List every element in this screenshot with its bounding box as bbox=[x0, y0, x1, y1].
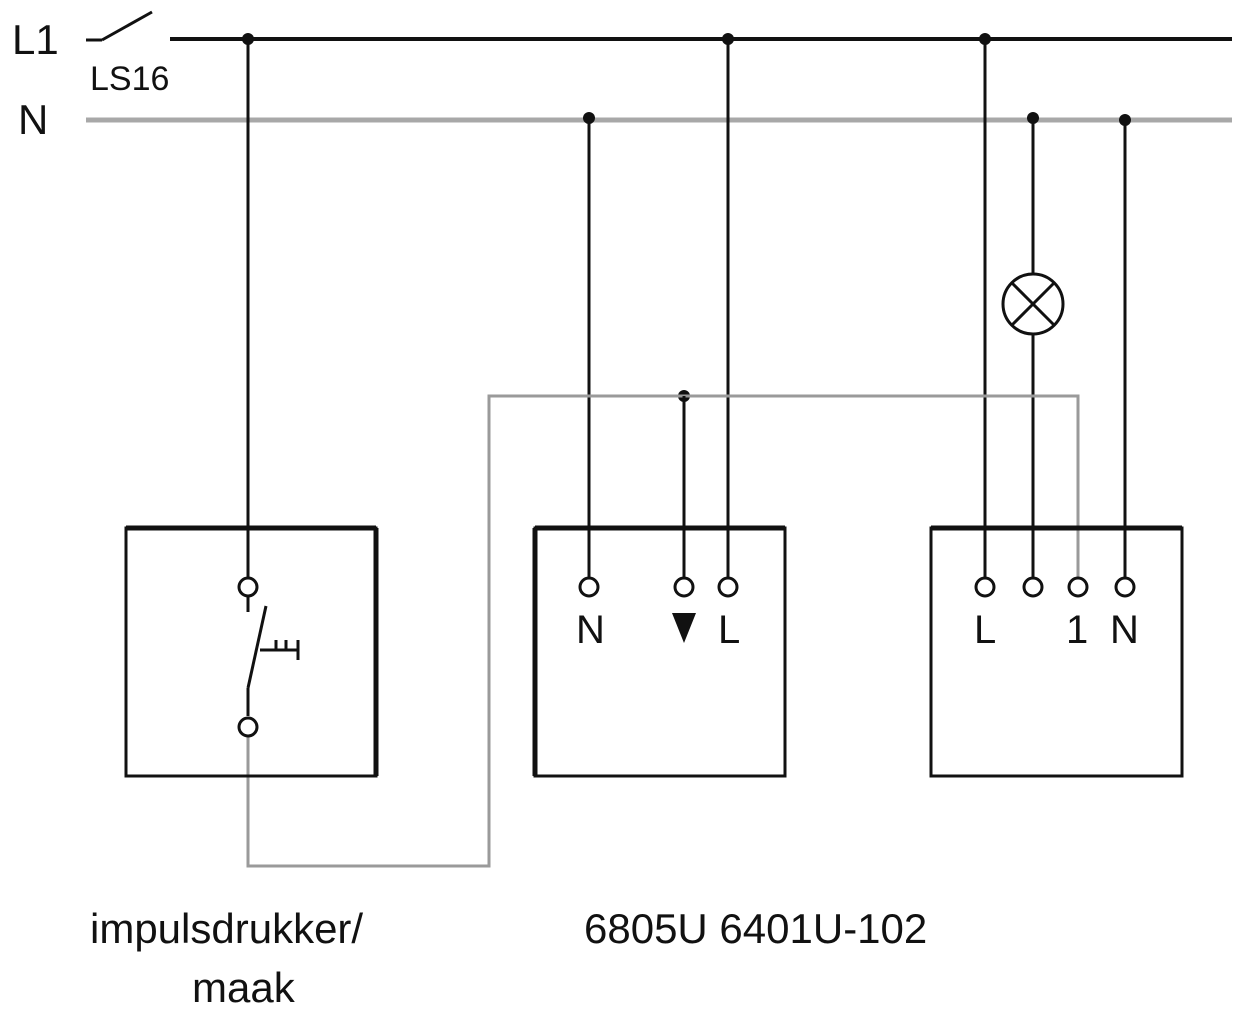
n-label: N bbox=[18, 96, 48, 143]
unit-right-box bbox=[929, 525, 1184, 778]
pushbutton-caption-line2: maak bbox=[192, 964, 296, 1009]
l1-label: L1 bbox=[12, 16, 59, 63]
model-caption: 6805U 6401U-102 bbox=[584, 905, 927, 952]
terminal-bottom bbox=[237, 716, 259, 738]
control-input-arrow-icon bbox=[672, 613, 696, 643]
junction-dots bbox=[242, 33, 1131, 402]
terminal-l bbox=[974, 576, 996, 598]
lamp-icon bbox=[1001, 272, 1065, 336]
breaker-symbol bbox=[86, 10, 153, 42]
terminal-top bbox=[237, 576, 259, 598]
terminal-n bbox=[1114, 576, 1136, 598]
terminal-control bbox=[673, 576, 695, 598]
terminal-n bbox=[578, 576, 600, 598]
unit-right-terminal-l: L bbox=[974, 608, 996, 652]
pushbutton-contact-icon bbox=[246, 596, 300, 716]
neutral-drops bbox=[587, 120, 1127, 577]
phase-drops bbox=[246, 39, 987, 577]
breaker-label: LS16 bbox=[90, 60, 169, 98]
terminal-lamp bbox=[1022, 576, 1044, 598]
unit-middle-terminal-l: L bbox=[718, 608, 740, 652]
pushbutton-caption-line1: impulsdrukker/ bbox=[90, 905, 363, 952]
unit-right-terminal-1: 1 bbox=[1066, 608, 1088, 652]
pushbutton-box bbox=[124, 525, 379, 778]
terminal-1 bbox=[1067, 576, 1089, 598]
unit-middle-box bbox=[532, 525, 787, 778]
control-wire bbox=[246, 394, 1080, 868]
unit-right-terminal-n: N bbox=[1110, 608, 1139, 652]
unit-middle-terminal-n: N bbox=[576, 608, 605, 652]
terminal-l bbox=[717, 576, 739, 598]
